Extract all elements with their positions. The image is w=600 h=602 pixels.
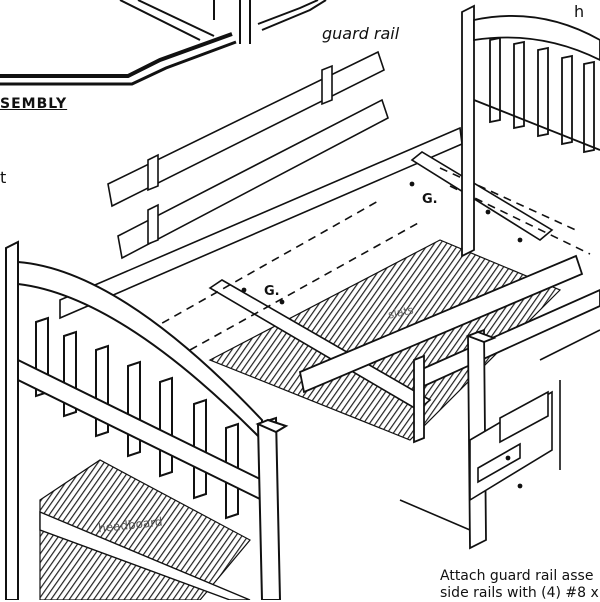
callout-g-lower: G.	[264, 284, 280, 299]
guard-rail-label: guard rail	[322, 24, 400, 43]
section-divider	[0, 32, 237, 86]
callout-g-upper: G.	[422, 192, 438, 207]
instruction-text: Attach guard rail asse side rails with (…	[440, 568, 599, 602]
left-fragment-label: t	[0, 168, 7, 187]
screws	[241, 181, 523, 489]
guard-rail-exploded	[107, 50, 389, 260]
previous-step-fragment	[119, 0, 327, 44]
drawer-unit	[399, 329, 600, 531]
top-right-fragment-label: h	[574, 2, 585, 21]
lower-mattress	[39, 459, 251, 600]
right-headboard	[461, 4, 600, 258]
section-title: SEMBLY	[0, 96, 68, 112]
bed-slats	[149, 151, 591, 411]
instruction-line-1: Attach guard rail asse	[440, 568, 594, 584]
instruction-line-2: side rails with (4) #8 x	[440, 585, 599, 601]
front-headboard	[5, 240, 289, 600]
